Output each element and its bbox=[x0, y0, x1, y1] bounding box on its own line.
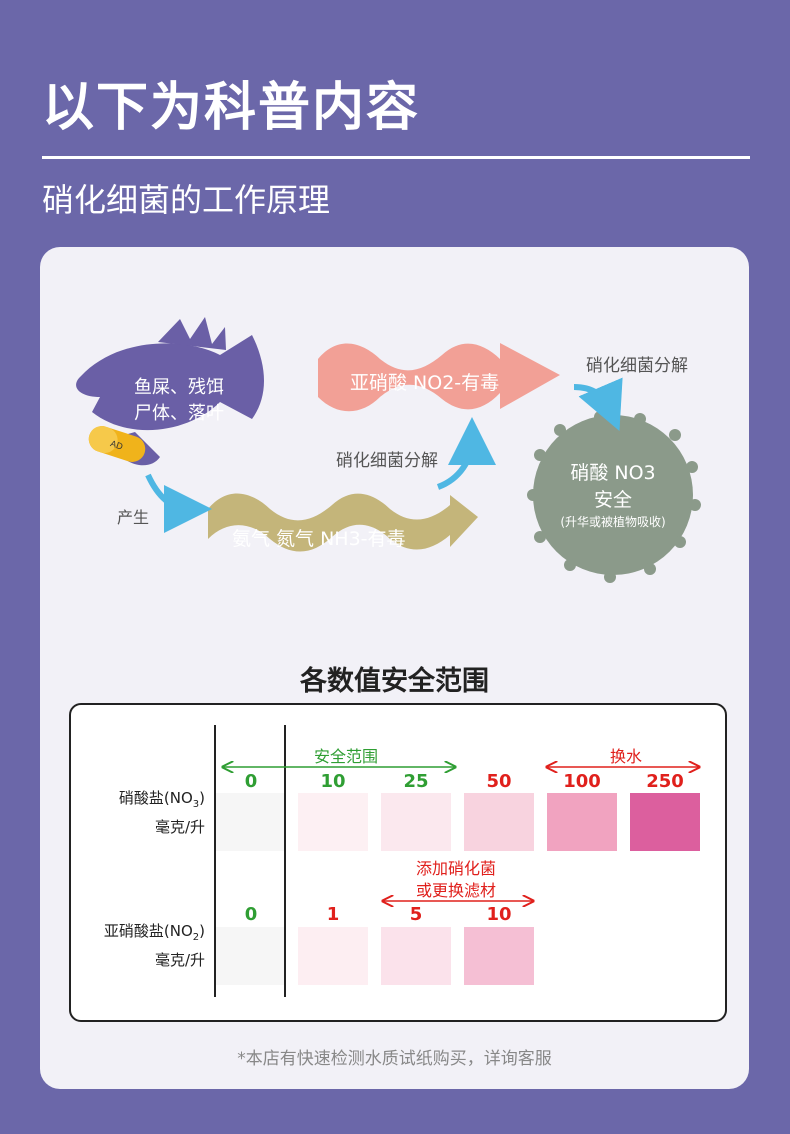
nitrate-label-line-2: 安全 bbox=[593, 489, 632, 511]
nitrite-row-label: 亚硝酸盐(NO2) 毫克/升 bbox=[103, 922, 205, 969]
page-title: 以下为科普内容 bbox=[42, 78, 421, 138]
ammonia-arrow-shape bbox=[208, 493, 478, 552]
nitrate-value: 250 bbox=[646, 771, 684, 792]
nitrite-color-swatch bbox=[381, 927, 451, 985]
nitrite-color-swatch bbox=[464, 927, 534, 985]
nitrate-color-swatch bbox=[216, 793, 284, 851]
fish-source-line-1: 鱼屎、残饵 bbox=[134, 377, 224, 398]
nitrate-value: 25 bbox=[403, 771, 429, 792]
decompose-arrow-icon-2 bbox=[573, 377, 623, 432]
range-annotations bbox=[71, 705, 725, 1020]
produce-label: 产生 bbox=[117, 508, 150, 527]
nitrate-color-swatch bbox=[464, 793, 534, 851]
nitrate-value: 0 bbox=[244, 771, 258, 792]
add-bacteria-label-2: 或更换滤材 bbox=[415, 881, 496, 900]
nitrite-color-swatch bbox=[216, 927, 284, 985]
change-water-label: 换水 bbox=[609, 747, 642, 766]
nitrate-value: 100 bbox=[563, 771, 601, 792]
capsule-icon: AD bbox=[88, 426, 146, 462]
nitrite-value: 10 bbox=[486, 904, 512, 925]
nitrite-value: 5 bbox=[409, 904, 423, 925]
nitrate-row-label: 硝酸盐(NO3) 毫克/升 bbox=[118, 789, 205, 836]
safe-range-label: 安全范围 bbox=[313, 747, 378, 766]
divider-line-2 bbox=[284, 725, 286, 997]
nitrite-value: 0 bbox=[244, 904, 258, 925]
nitrate-color-swatch bbox=[547, 793, 617, 851]
footnote: *本店有快速检测水质试纸购买，详询客服 bbox=[237, 1049, 552, 1069]
nitrite-arrow-shape bbox=[318, 343, 560, 412]
nitrate-note: (升华或被植物吸收) bbox=[560, 515, 666, 529]
nitrite-label: 亚硝酸 NO2-有毒 bbox=[350, 372, 500, 394]
nitrate-color-swatch bbox=[381, 793, 451, 851]
nitrogen-cycle-diagram: AD bbox=[76, 317, 701, 583]
title-divider bbox=[42, 156, 750, 159]
ammonia-label: 氨气 氮气 NH3-有毒 bbox=[232, 528, 406, 550]
nitrite-value: 1 bbox=[326, 904, 340, 925]
content-card: AD 鱼屎、残饵 尸体、落叶 产生 氨气 氮气 NH3-有毒 亚硝酸 NO2-有… bbox=[40, 247, 749, 1089]
nitrite-color-swatch bbox=[298, 927, 368, 985]
nitrate-value: 10 bbox=[320, 771, 346, 792]
ranges-table: 硝酸盐(NO3) 毫克/升 亚硝酸盐(NO2) 毫克/升 安全范围 换水 添加硝… bbox=[69, 703, 727, 1022]
page-subtitle: 硝化细菌的工作原理 bbox=[42, 181, 331, 219]
ranges-title: 各数值安全范围 bbox=[300, 666, 489, 697]
nitrate-value: 50 bbox=[486, 771, 512, 792]
produce-arrow-icon bbox=[145, 473, 212, 533]
fish-source-line-2: 尸体、落叶 bbox=[134, 403, 224, 424]
nitrate-color-swatch bbox=[298, 793, 368, 851]
nitrate-label-line-1: 硝酸 NO3 bbox=[570, 462, 656, 484]
nitrate-blob bbox=[527, 411, 701, 583]
add-bacteria-label-1: 添加硝化菌 bbox=[415, 859, 496, 878]
divider-line-1 bbox=[214, 725, 216, 997]
nitrate-color-swatch bbox=[630, 793, 700, 851]
decompose-arrow-icon-1 bbox=[436, 417, 496, 490]
decompose-label-1: 硝化细菌分解 bbox=[336, 451, 438, 471]
decompose-label-2: 硝化细菌分解 bbox=[586, 356, 688, 376]
svg-text:AD: AD bbox=[109, 438, 124, 452]
